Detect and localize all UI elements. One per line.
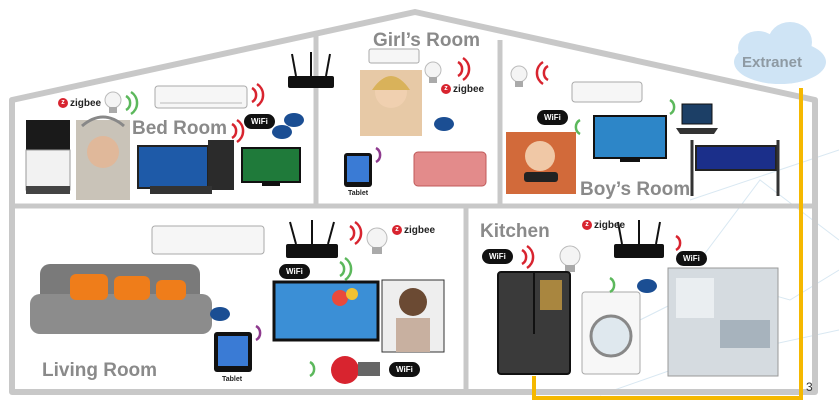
bunk-bed-icon [690, 140, 780, 196]
television-icon [593, 115, 667, 162]
room-label-bed-room: Bed Room [132, 118, 227, 139]
room-label-boys-room: Boy’s Room [580, 179, 691, 200]
bluetooth-icon [637, 279, 657, 293]
refrigerator-icon [497, 271, 571, 375]
mattress-icon [413, 151, 487, 187]
bed-icon [25, 120, 71, 194]
air-conditioner-icon [368, 48, 420, 64]
page-number: 3 [806, 380, 813, 394]
room-label-girls-room: Girl’s Room [373, 30, 480, 51]
cloud-label: Extranet [742, 54, 803, 71]
wifi-badge: WiFi [537, 110, 568, 125]
kitchen-photo [667, 267, 779, 377]
laptop-icon [676, 103, 718, 134]
bluetooth-icon [272, 113, 304, 139]
wireless-router-icon [614, 220, 664, 258]
tablet-icon [214, 332, 252, 372]
tablet-label: Tablet [222, 376, 243, 383]
wireless-signal-icons [125, 56, 682, 378]
wifi-badge: WiFi [482, 249, 513, 264]
tablet-label: Tablet [348, 190, 369, 197]
air-conditioner-icon [571, 81, 643, 103]
wireless-router-icon [288, 52, 334, 88]
room-label-kitchen: Kitchen [480, 221, 550, 242]
cloud-icon [734, 22, 826, 84]
house-outline [9, 9, 818, 395]
air-conditioner-icon [154, 85, 248, 109]
bluetooth-icon [210, 307, 230, 321]
wifi-badge: WiFi [279, 264, 310, 279]
zigbee-bulb-icon [104, 91, 122, 113]
zigbee-bulb-icon [559, 245, 581, 272]
wifi-badge: WiFi [676, 251, 707, 266]
room-label-living-room: Living Room [42, 360, 158, 381]
boy-gaming-photo [506, 132, 576, 194]
air-conditioner-icon [151, 225, 265, 255]
wifi-badge: WiFi [244, 114, 275, 129]
surprised-man-photo [381, 279, 445, 353]
robot-vacuum-icon [331, 356, 380, 384]
zigbee-bulb-icon [366, 227, 388, 254]
zigbee-bulb-icon [424, 61, 442, 83]
wifi-badge: WiFi [389, 362, 420, 377]
interior-walls [12, 36, 815, 392]
girl-photo [360, 70, 422, 136]
sofa-icon [30, 264, 212, 334]
zigbee-bulb-icon [510, 65, 528, 87]
extranet-link-line [532, 88, 803, 400]
television-icon [272, 280, 380, 342]
stressed-person-photo [76, 115, 130, 200]
washing-machine-icon [581, 291, 641, 375]
wireless-router-icon [286, 220, 338, 258]
television-icon [241, 147, 301, 186]
desktop-computer-icon [137, 140, 234, 194]
bluetooth-icon [434, 117, 454, 131]
tablet-icon [344, 153, 372, 187]
